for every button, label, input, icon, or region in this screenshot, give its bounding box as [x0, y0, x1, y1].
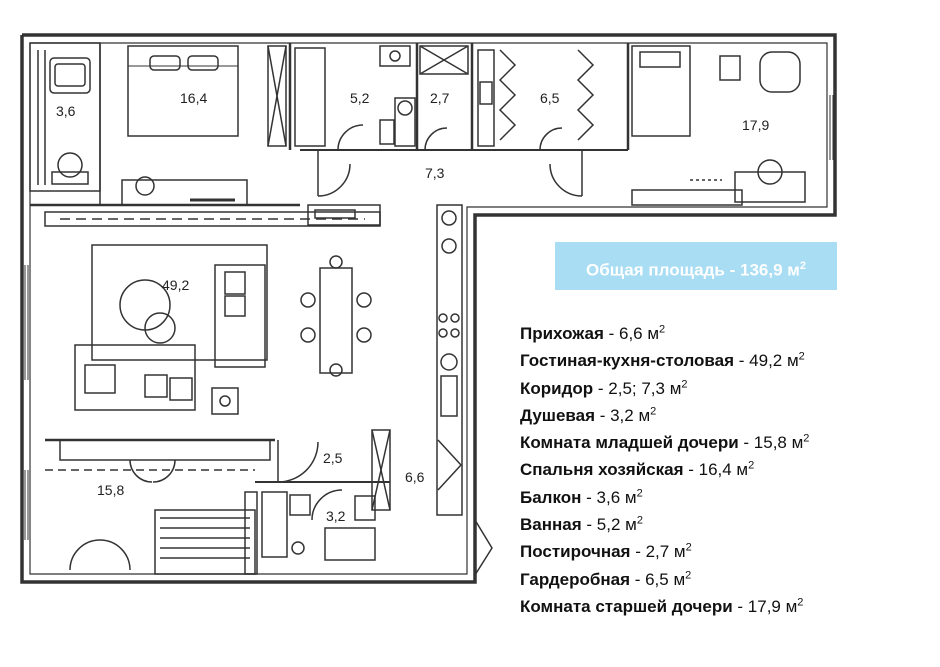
legend-row: Гостиная-кухня-столовая - 49,2 м2	[520, 347, 930, 374]
legend-room-name: Коридор	[520, 378, 594, 398]
shower-room	[261, 489, 376, 561]
legend-room-name: Спальня хозяйская	[520, 460, 684, 480]
legend-unit-sup: 2	[681, 377, 688, 390]
legend-room-name: Прихожая	[520, 324, 604, 343]
legend-room-area: - 6,6 м	[603, 324, 660, 343]
legend-row: Спальня хозяйская - 16,4 м2	[520, 456, 930, 483]
area-bath: 5,2	[350, 90, 370, 106]
total-area-label: Общая площадь - 136,9 м	[586, 260, 800, 280]
legend-room-name: Ванная	[520, 515, 582, 535]
legend-room-name: Гостиная-кухня-столовая	[520, 351, 735, 371]
area-laundry: 2,7	[430, 90, 450, 106]
legend-room-area: - 16,4 м	[683, 460, 749, 480]
living-room	[45, 244, 372, 461]
legend-unit-sup: 2	[636, 514, 643, 527]
master-bedroom	[99, 43, 287, 206]
area-wardrobe: 6,5	[540, 90, 560, 106]
legend-room-name: Комната младшей дочери	[520, 433, 739, 453]
total-area-badge: Общая площадь - 136,9 м2	[555, 242, 837, 290]
legend-row: Комната старшей дочери - 17,9 м2	[520, 593, 930, 620]
legend-room-area: - 17,9 м	[732, 596, 798, 616]
area-elder: 17,9	[742, 117, 769, 133]
kitchen-counter	[436, 204, 463, 516]
laundry	[419, 43, 495, 151]
legend-unit-sup: 2	[659, 323, 666, 336]
legend-unit-sup: 2	[650, 405, 657, 418]
legend-unit-sup: 2	[636, 487, 643, 500]
area-hall: 6,6	[405, 469, 425, 485]
legend-room-area: - 6,5 м	[630, 569, 686, 589]
area-corridor-small: 2,5	[323, 450, 343, 466]
wardrobe	[498, 43, 630, 151]
entrance-door	[474, 517, 493, 578]
legend-unit-sup: 2	[798, 350, 805, 363]
younger-daughter-room	[45, 459, 258, 575]
legend-unit-sup: 2	[685, 569, 692, 582]
legend-room-area: - 2,7 м	[630, 542, 686, 562]
legend-unit-sup: 2	[803, 432, 810, 445]
legend-row: Гардеробная - 6,5 м2	[520, 566, 930, 593]
area-shower: 3,2	[326, 508, 346, 524]
windows	[24, 95, 834, 540]
elder-daughter-room	[631, 45, 806, 206]
area-younger: 15,8	[97, 482, 124, 498]
legend-row: Ванная - 5,2 м2	[520, 511, 930, 538]
legend-row: Комната младшей дочери - 15,8 м2	[520, 429, 930, 456]
legend-row: Балкон - 3,6 м2	[520, 484, 930, 511]
legend-room-area: - 3,6 м	[581, 487, 637, 507]
bathroom	[288, 43, 419, 151]
legend-room-name: Душевая	[520, 405, 595, 425]
legend-row: Душевая - 3,2 м2	[520, 402, 930, 429]
legend-unit-sup: 2	[797, 596, 804, 609]
total-area-sup: 2	[799, 260, 806, 272]
legend-room-area: - 15,8 м	[738, 433, 804, 453]
legend-row: Прихожая - 6,6 м2	[520, 320, 930, 347]
legend-unit-sup: 2	[685, 541, 692, 554]
legend-row: Постирочная - 2,7 м2	[520, 538, 930, 565]
legend-room-area: - 3,2 м	[595, 405, 651, 425]
corridor-doors	[300, 149, 628, 197]
legend-room-area: - 2,5; 7,3 м	[593, 378, 682, 398]
legend-room-name: Постирочная	[520, 542, 631, 562]
legend-unit-sup: 2	[748, 459, 755, 472]
outer-walls-inner	[29, 42, 828, 575]
outer-walls	[20, 33, 837, 584]
legend-room-name: Комната старшей дочери	[520, 596, 733, 616]
legend-room-name: Балкон	[520, 487, 582, 507]
legend-room-name: Гардеробная	[520, 569, 630, 589]
area-master: 16,4	[180, 90, 207, 106]
area-corridor-top: 7,3	[425, 165, 445, 181]
legend-room-area: - 5,2 м	[581, 515, 637, 535]
room-area-labels: 3,6 16,4 5,2 2,7 6,5 17,9 7,3 49,2 2,5 6…	[56, 90, 769, 524]
partition-living-top	[30, 203, 381, 227]
area-balcony: 3,6	[56, 103, 76, 119]
legend-row: Коридор - 2,5; 7,3 м2	[520, 375, 930, 402]
area-living: 49,2	[162, 277, 189, 293]
legend-room-area: - 49,2 м	[734, 351, 799, 371]
